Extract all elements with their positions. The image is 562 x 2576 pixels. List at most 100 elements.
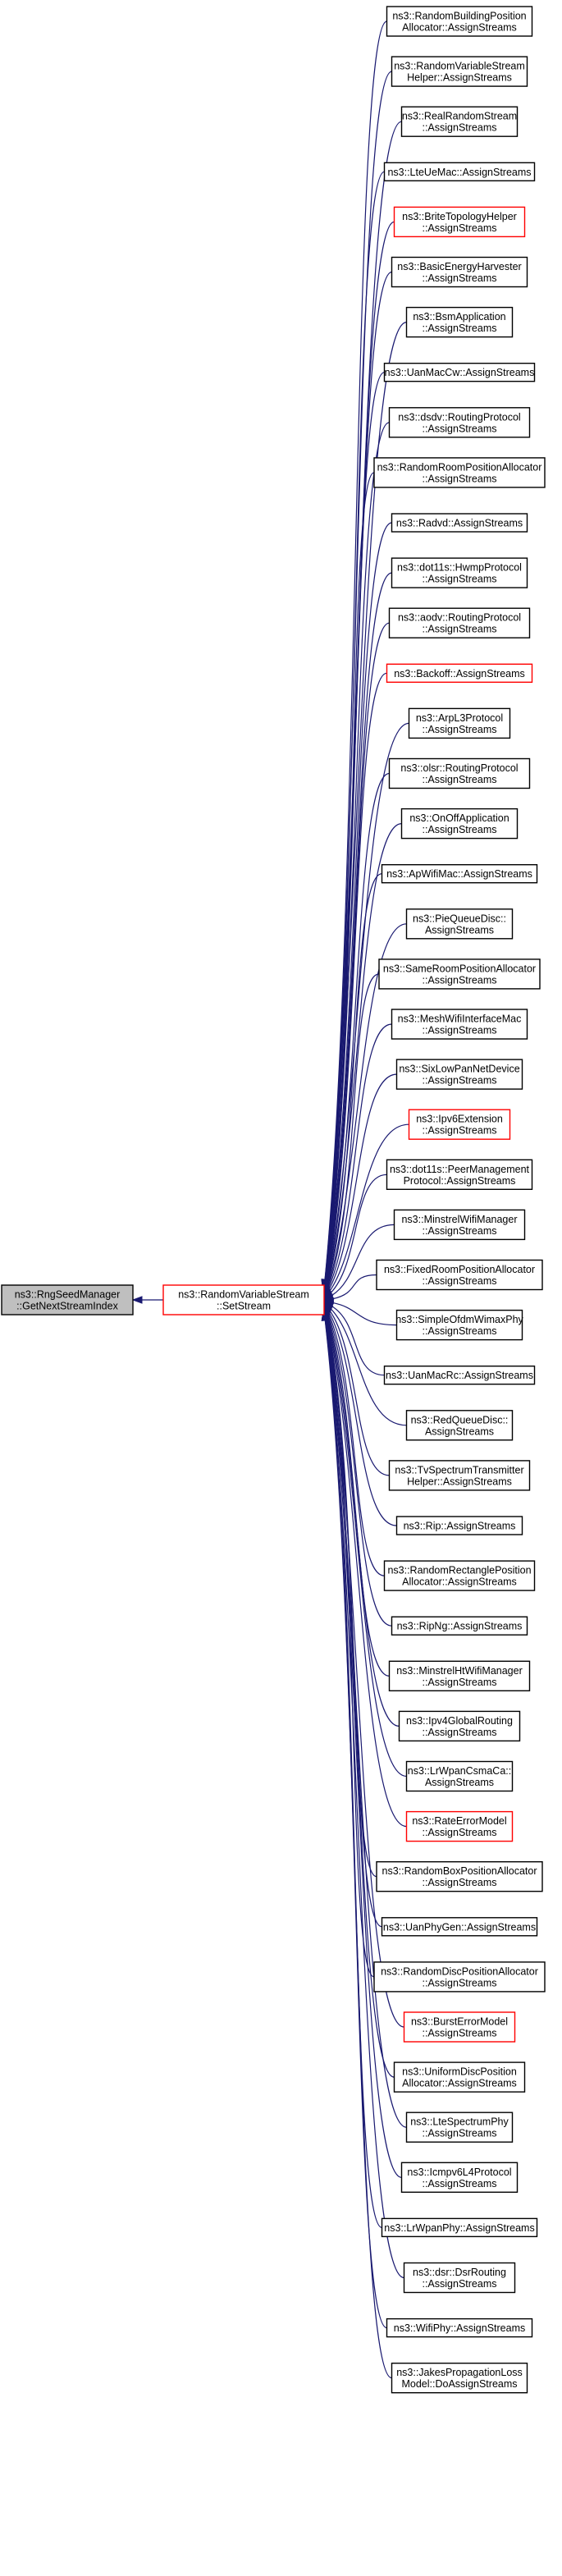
caller-node[interactable]: ns3::MinstrelHtWifiManager::AssignStream… bbox=[388, 1660, 531, 1692]
caller-node-box bbox=[405, 1760, 514, 1792]
caller-node[interactable]: ns3::dot11s::HwmpProtocol::AssignStreams bbox=[391, 557, 528, 588]
caller-node-label: ns3::SameRoomPositionAllocator bbox=[383, 963, 536, 974]
caller-node[interactable]: ns3::olsr::RoutingProtocol::AssignStream… bbox=[388, 757, 531, 789]
caller-node[interactable]: ns3::SimpleOfdmWimaxPhy::AssignStreams bbox=[395, 1309, 524, 1341]
caller-node[interactable]: ns3::LteUeMac::AssignStreams bbox=[383, 162, 536, 182]
caller-node[interactable]: ns3::Ipv4GlobalRouting::AssignStreams bbox=[398, 1710, 521, 1742]
caller-node-box bbox=[400, 2162, 519, 2194]
caller-node-box bbox=[388, 407, 531, 438]
caller-node-label: ns3::RealRandomStream bbox=[402, 111, 517, 122]
caller-node-box bbox=[405, 2112, 514, 2143]
caller-node[interactable]: ns3::Rip::AssignStreams bbox=[395, 1516, 523, 1535]
caller-node[interactable]: ns3::MeshWifiInterfaceMac::AssignStreams bbox=[391, 1009, 528, 1040]
edge-line bbox=[326, 1313, 400, 1727]
caller-node[interactable]: ns3::dot11s::PeerManagementProtocol::Ass… bbox=[386, 1159, 533, 1191]
edge-line bbox=[324, 121, 402, 1281]
caller-node-box bbox=[408, 707, 511, 739]
caller-node-box bbox=[373, 1961, 546, 1993]
caller-node-label: ::AssignStreams bbox=[422, 423, 496, 434]
caller-node-label: ns3::Icmpv6L4Protocol bbox=[407, 2166, 511, 2178]
caller-node-box bbox=[386, 1159, 533, 1191]
caller-node-box bbox=[383, 1560, 536, 1591]
caller-node[interactable]: ns3::RandomBuildingPositionAllocator::As… bbox=[386, 6, 533, 37]
caller-node[interactable]: ns3::ApWifiMac::AssignStreams bbox=[381, 863, 538, 884]
caller-node[interactable]: ns3::Ipv6Extension::AssignStreams bbox=[408, 1109, 511, 1140]
edge-line bbox=[327, 1312, 392, 1627]
caller-node-label: Allocator::AssignStreams bbox=[402, 1576, 517, 1588]
caller-node[interactable]: ns3::ArpL3Protocol::AssignStreams bbox=[408, 707, 511, 739]
caller-node[interactable]: ns3::BriteTopologyHelper::AssignStreams bbox=[393, 206, 526, 238]
caller-node[interactable]: ns3::Backoff::AssignStreams bbox=[386, 663, 533, 683]
caller-node[interactable]: ns3::MinstrelWifiManager::AssignStreams bbox=[393, 1209, 526, 1241]
edge-line bbox=[327, 973, 380, 1290]
caller-node[interactable]: ns3::FixedRoomPositionAllocator::AssignS… bbox=[376, 1259, 543, 1291]
caller-node-label: ns3::BasicEnergyHarvester bbox=[397, 261, 521, 272]
edge-line bbox=[325, 722, 409, 1287]
caller-node[interactable]: ns3::UniformDiscPositionAllocator::Assig… bbox=[393, 2061, 526, 2093]
caller-node-label: ns3::LteUeMac::AssignStreams bbox=[387, 167, 531, 178]
get-next-stream-index-node[interactable]: ns3::RngSeedManager::GetNextStreamIndex bbox=[1, 1284, 134, 1315]
caller-node[interactable]: ns3::TvSpectrumTransmitterHelper::Assign… bbox=[388, 1460, 531, 1491]
caller-node[interactable]: ns3::JakesPropagationLossModel::DoAssign… bbox=[391, 2362, 528, 2394]
caller-node[interactable]: ns3::PieQueueDisc::AssignStreams bbox=[405, 908, 514, 940]
edge-caller-to-setstream bbox=[321, 1310, 392, 2379]
caller-node[interactable]: ns3::SameRoomPositionAllocator::AssignSt… bbox=[378, 959, 541, 990]
caller-node-box bbox=[400, 106, 519, 137]
caller-node[interactable]: ns3::RandomVariableStreamHelper::AssignS… bbox=[391, 56, 528, 87]
caller-node[interactable]: ns3::LrWpanCsmaCa::AssignStreams bbox=[405, 1760, 514, 1792]
caller-node-label: ::AssignStreams bbox=[422, 1677, 496, 1688]
caller-node-label: ns3::dot11s::PeerManagement bbox=[390, 1164, 530, 1175]
caller-node-label: ns3::JakesPropagationLoss bbox=[396, 2367, 523, 2378]
caller-node[interactable]: ns3::RandomBoxPositionAllocator::AssignS… bbox=[376, 1860, 543, 1892]
caller-node-label: ns3::WifiPhy::AssignStreams bbox=[394, 2322, 525, 2334]
caller-node[interactable]: ns3::Radvd::AssignStreams bbox=[391, 513, 528, 533]
caller-node-label: ns3::UanMacRc::AssignStreams bbox=[386, 1370, 533, 1381]
caller-node[interactable]: ns3::BasicEnergyHarvester::AssignStreams bbox=[391, 256, 528, 288]
caller-node-label: ::AssignStreams bbox=[422, 724, 496, 735]
caller-node[interactable]: ns3::dsr::DsrRouting::AssignStreams bbox=[403, 2262, 516, 2294]
edge-line bbox=[331, 1224, 395, 1297]
caller-node[interactable]: ns3::SixLowPanNetDevice::AssignStreams bbox=[395, 1059, 523, 1090]
caller-node[interactable]: ns3::RedQueueDisc::AssignStreams bbox=[405, 1410, 514, 1441]
caller-node[interactable]: ns3::RandomRectanglePositionAllocator::A… bbox=[383, 1560, 536, 1591]
caller-node[interactable]: ns3::Icmpv6L4Protocol::AssignStreams bbox=[400, 2162, 519, 2194]
caller-node[interactable]: ns3::RandomRoomPositionAllocator::Assign… bbox=[373, 457, 546, 488]
caller-node[interactable]: ns3::dsdv::RoutingProtocol::AssignStream… bbox=[388, 407, 531, 438]
edge-line bbox=[330, 1308, 407, 1426]
caller-node-label: ns3::SimpleOfdmWimaxPhy bbox=[395, 1314, 523, 1325]
caller-node[interactable]: ns3::BurstErrorModel::AssignStreams bbox=[403, 2011, 516, 2043]
caller-node-box bbox=[405, 1810, 514, 1842]
caller-node-box bbox=[395, 1516, 523, 1535]
caller-node-label: ::AssignStreams bbox=[422, 122, 496, 134]
caller-node-label: ns3::dot11s::HwmpProtocol bbox=[397, 562, 522, 574]
edge-line bbox=[325, 622, 390, 1286]
caller-node-label: ns3::RandomBoxPositionAllocator bbox=[382, 1865, 537, 1877]
caller-node-box bbox=[376, 1860, 543, 1892]
caller-node-box bbox=[386, 663, 533, 683]
caller-node[interactable]: ns3::UanMacCw::AssignStreams bbox=[383, 363, 536, 382]
caller-node[interactable]: ns3::WifiPhy::AssignStreams bbox=[386, 2317, 533, 2338]
caller-node[interactable]: ns3::RipNg::AssignStreams bbox=[391, 1616, 528, 1636]
caller-node[interactable]: ns3::UanPhyGen::AssignStreams bbox=[381, 1917, 538, 1937]
set-stream-node[interactable]: ns3::RandomVariableStream::SetStream bbox=[162, 1284, 325, 1315]
caller-node-label: ns3::dsdv::RoutingProtocol bbox=[398, 411, 520, 423]
edge-line bbox=[325, 522, 392, 1285]
caller-node[interactable]: ns3::RandomDiscPositionAllocator::Assign… bbox=[373, 1961, 546, 1993]
edge-line bbox=[328, 1309, 390, 1476]
caller-node[interactable]: ns3::OnOffApplication::AssignStreams bbox=[400, 808, 519, 840]
caller-node-box bbox=[388, 757, 531, 789]
get-next-stream-index-node-label: ns3::RngSeedManager bbox=[15, 1289, 121, 1301]
arrowhead bbox=[131, 1296, 143, 1304]
caller-node-box bbox=[381, 2217, 538, 2238]
caller-node[interactable]: ns3::LrWpanPhy::AssignStreams bbox=[381, 2217, 538, 2238]
caller-node[interactable]: ns3::RealRandomStream::AssignStreams bbox=[400, 106, 519, 137]
caller-node[interactable]: ns3::aodv::RoutingProtocol::AssignStream… bbox=[388, 607, 531, 638]
caller-node-label: ::AssignStreams bbox=[422, 2178, 496, 2189]
caller-node[interactable]: ns3::BsmApplication::AssignStreams bbox=[405, 306, 514, 338]
caller-node[interactable]: ns3::UanMacRc::AssignStreams bbox=[383, 1365, 536, 1385]
caller-node[interactable]: ns3::LteSpectrumPhy::AssignStreams bbox=[405, 2112, 514, 2143]
edge-line bbox=[325, 672, 387, 1287]
caller-node[interactable]: ns3::RateErrorModel::AssignStreams bbox=[405, 1810, 514, 1842]
caller-node-label: ns3::ArpL3Protocol bbox=[416, 712, 503, 724]
